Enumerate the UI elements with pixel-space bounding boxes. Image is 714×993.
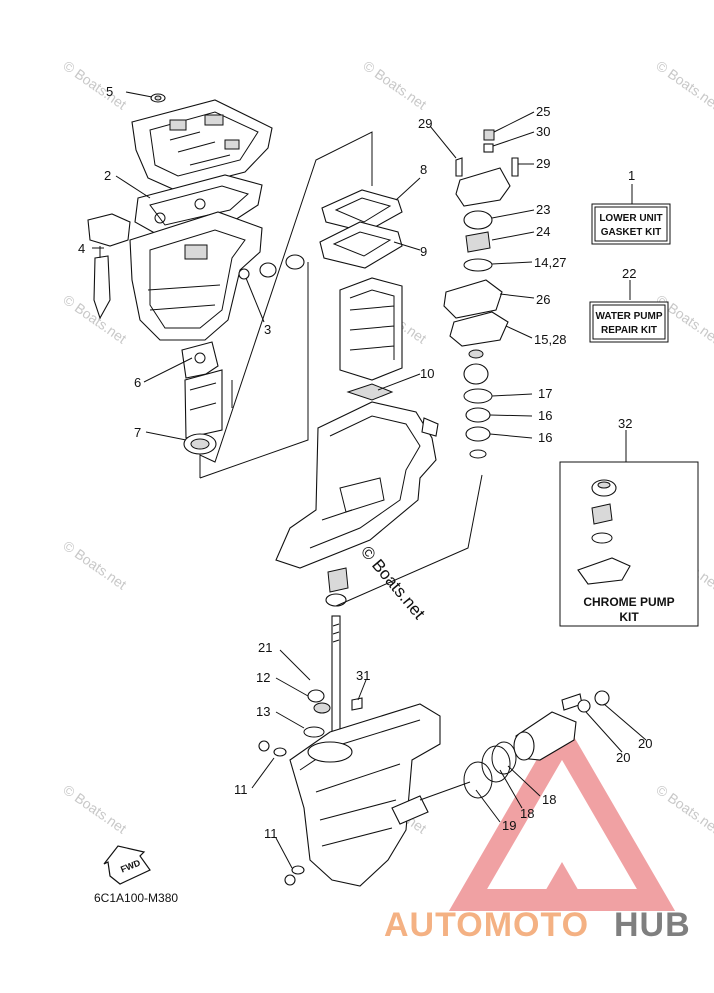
- callout-10: 10: [420, 366, 434, 381]
- fwd-arrow-icon: FWD: [103, 845, 151, 885]
- callout-30: 30: [536, 124, 550, 139]
- kit-gasket-line2: GASKET KIT: [601, 227, 662, 238]
- callout-3: 3: [264, 322, 271, 337]
- callout-14-27: 14,27: [534, 255, 567, 270]
- watermark-9: © Boats.net: [60, 781, 129, 836]
- impeller-base: [325, 567, 349, 607]
- kit-chrome-pump-line2: KIT: [619, 610, 639, 624]
- callout-29b: 29: [536, 156, 550, 171]
- watermark-1: © Boats.net: [60, 57, 129, 112]
- shaft-leader: [335, 474, 483, 607]
- leader-lines: [92, 91, 647, 869]
- assembly-bracket-left-2: [199, 262, 309, 479]
- kit-chrome-pump-line1: CHROME PUMP: [583, 595, 674, 609]
- callout-19: 19: [502, 818, 516, 833]
- callout-2: 2: [104, 168, 111, 183]
- watermark-center: © Boats.net: [357, 542, 429, 623]
- callout-24: 24: [536, 224, 550, 239]
- callout-29a: 29: [418, 116, 432, 131]
- callout-8: 8: [420, 162, 427, 177]
- callout-5: 5: [106, 84, 113, 99]
- callout-20a: 20: [616, 750, 630, 765]
- callout-16a: 16: [538, 408, 552, 423]
- callout-7: 7: [134, 425, 141, 440]
- water-pump-stack: [443, 129, 519, 459]
- upper-cover-assembly: [131, 93, 273, 191]
- kit-water-pump-line1: WATER PUMP: [595, 311, 662, 322]
- brand-logo: AUTOMOTO HUB: [384, 906, 691, 944]
- gasket-kit-box: 1 LOWER UNIT GASKET KIT: [591, 168, 671, 245]
- water-tube-housing: [181, 341, 233, 455]
- callout-13: 13: [256, 704, 270, 719]
- chrome-pump-kit-box: 32 CHROME PUMP KIT: [559, 416, 699, 627]
- watermark-11: © Boats.net: [653, 781, 714, 836]
- callout-15-28: 15,28: [534, 332, 567, 347]
- water-pump-kit-box: 22 WATER PUMP REPAIR KIT: [589, 266, 669, 343]
- exhaust-guide: [339, 277, 403, 401]
- callout-26: 26: [536, 292, 550, 307]
- kit-gasket-number: 1: [628, 168, 635, 183]
- gasket-part-9: [319, 221, 403, 269]
- brand-triangle: [448, 716, 676, 911]
- assembly-bracket-left: [199, 131, 373, 478]
- gasket-part-8: [321, 189, 403, 233]
- callout-12: 12: [256, 670, 270, 685]
- drive-shaft: [331, 615, 341, 747]
- kit-gasket-line1: LOWER UNIT: [599, 213, 662, 224]
- brand-part1: AUTOMOTO: [384, 906, 589, 944]
- callout-11a: 11: [234, 782, 248, 797]
- kit-water-pump-line2: REPAIR KIT: [601, 325, 657, 336]
- callout-17: 17: [538, 386, 552, 401]
- diagram-code: 6C1A100-M380: [94, 891, 178, 905]
- callout-4: 4: [78, 241, 85, 256]
- watermark-7: © Boats.net: [60, 537, 129, 592]
- callout-18a: 18: [520, 806, 534, 821]
- callout-numbers: 5 2 4 3 6 7 8 9 10 29 25 30 29 23 24 14,…: [78, 84, 654, 841]
- upper-casing: [87, 211, 305, 341]
- brand-part2: HUB: [614, 906, 691, 944]
- watermark-3: © Boats.net: [653, 57, 714, 112]
- callout-9: 9: [420, 244, 427, 259]
- kit-chrome-pump-number: 32: [618, 416, 632, 431]
- callout-23: 23: [536, 202, 550, 217]
- callout-11b: 11: [264, 826, 278, 841]
- gearcase: [258, 689, 441, 887]
- kit-water-pump-number: 22: [622, 266, 636, 281]
- callout-31: 31: [356, 668, 370, 683]
- callout-21: 21: [258, 640, 272, 655]
- lower-casing-midsection: [275, 401, 439, 569]
- prop-shaft-parts: [419, 690, 610, 801]
- callout-6: 6: [134, 375, 141, 390]
- watermark-2: © Boats.net: [360, 57, 429, 112]
- callout-20b: 20: [638, 736, 652, 751]
- callout-25: 25: [536, 104, 550, 119]
- callout-18b: 18: [542, 792, 556, 807]
- callout-16b: 16: [538, 430, 552, 445]
